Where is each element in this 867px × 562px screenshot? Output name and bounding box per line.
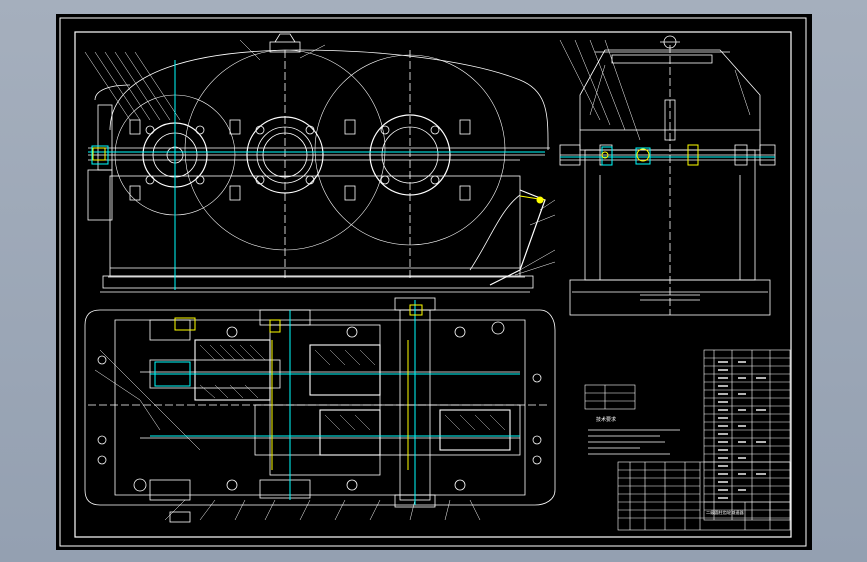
front-view-yellow xyxy=(92,147,546,204)
side-view-yellow xyxy=(601,144,699,166)
drawing-canvas[interactable]: 技术要求 xyxy=(56,14,812,550)
front-view-highlights xyxy=(88,60,545,290)
technical-requirements-title: 技术要求 xyxy=(596,416,616,423)
outer-frame xyxy=(59,17,807,547)
top-view-highlights xyxy=(150,300,520,505)
inner-frame xyxy=(74,31,792,538)
technical-requirements: 技术要求 xyxy=(584,384,680,455)
side-view xyxy=(559,35,776,316)
top-view-yellow xyxy=(174,304,423,470)
title-block-caption: 二级圆柱齿轮减速器 xyxy=(706,509,745,516)
parts-list-text-marks xyxy=(718,361,766,499)
title-block xyxy=(617,461,791,531)
